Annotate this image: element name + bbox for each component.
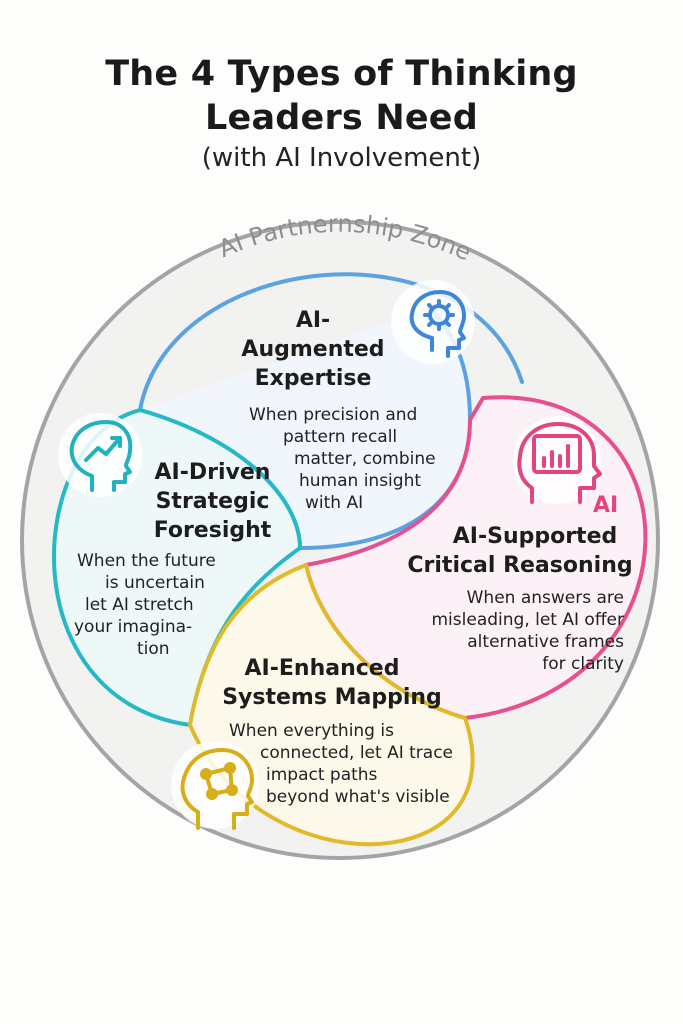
foresight-description: When the future is uncertain let AI stre… (74, 551, 216, 659)
systems-description: When everything is connected, let AI tra… (229, 721, 454, 807)
head-trend-arrow-icon (69, 420, 133, 492)
head-bar-chart-icon (517, 422, 602, 504)
systems-region (188, 563, 475, 847)
page-title-line-1: The 4 Types of Thinking (105, 54, 578, 94)
page-subtitle: (with AI Involvement) (201, 143, 482, 173)
head-network-icon (180, 748, 254, 830)
foresight-heading: AI-Driven Strategic Foresight (153, 460, 272, 543)
reasoning-description: When answers are misleading, let AI offe… (431, 588, 625, 674)
reasoning-icon-halo (513, 416, 601, 504)
reasoning-ai-badge: AI (593, 493, 619, 518)
head-gear-icon (409, 290, 466, 358)
expertise-heading: AI- Augmented Expertise (241, 308, 385, 391)
expertise-region-outline (138, 272, 524, 412)
expertise-description: When precision and pattern recall matter… (249, 405, 436, 513)
page-title-line-2: Leaders Need (205, 98, 478, 138)
systems-heading: AI-Enhanced Systems Mapping (222, 656, 442, 710)
reasoning-heading: AI-Supported Critical Reasoning (407, 524, 633, 578)
